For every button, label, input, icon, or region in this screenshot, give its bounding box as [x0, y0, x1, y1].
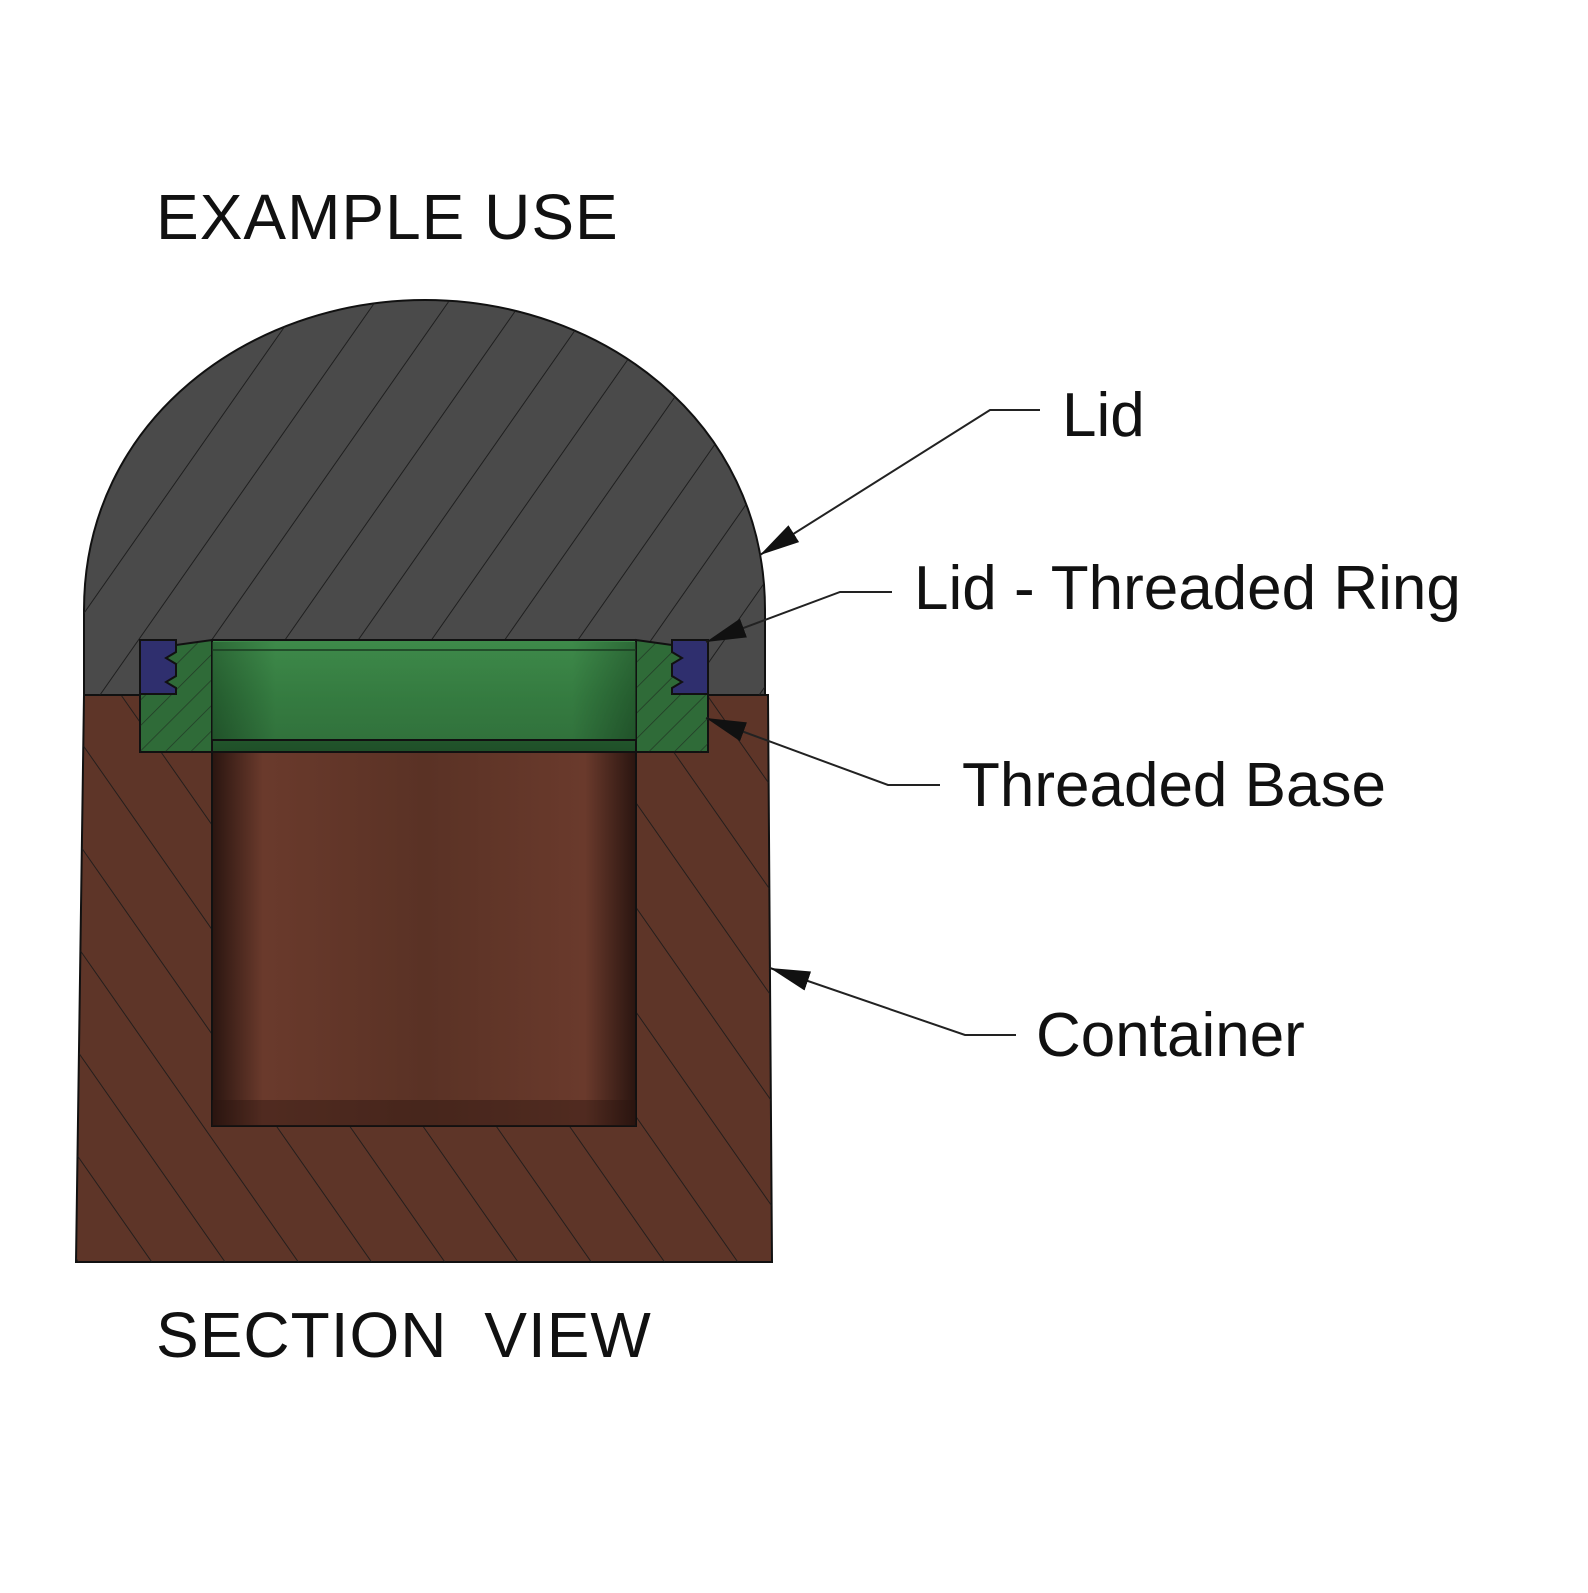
leader-container	[769, 967, 1016, 1036]
heading-example-use: EXAMPLE USE	[156, 181, 619, 253]
cavity-shape	[211, 751, 637, 1127]
lid-body	[83, 298, 766, 696]
ring-left	[139, 639, 177, 695]
threaded-base	[139, 638, 709, 753]
callout-threaded-base: Threaded Base	[962, 751, 1386, 820]
ring-right	[671, 639, 709, 695]
heading-section-view: SECTION VIEW	[156, 1299, 652, 1371]
lid-threaded-ring	[139, 639, 709, 695]
leader-lid	[759, 409, 1040, 556]
callout-lid-threaded-ring: Lid - Threaded Ring	[914, 554, 1461, 623]
leader-threaded-ring	[705, 591, 892, 643]
container-cavity	[211, 751, 637, 1127]
callout-container: Container	[1036, 1001, 1305, 1070]
leader-threaded-base	[705, 717, 940, 786]
leader-lines	[705, 409, 1040, 1036]
callout-lid: Lid	[1062, 381, 1145, 450]
